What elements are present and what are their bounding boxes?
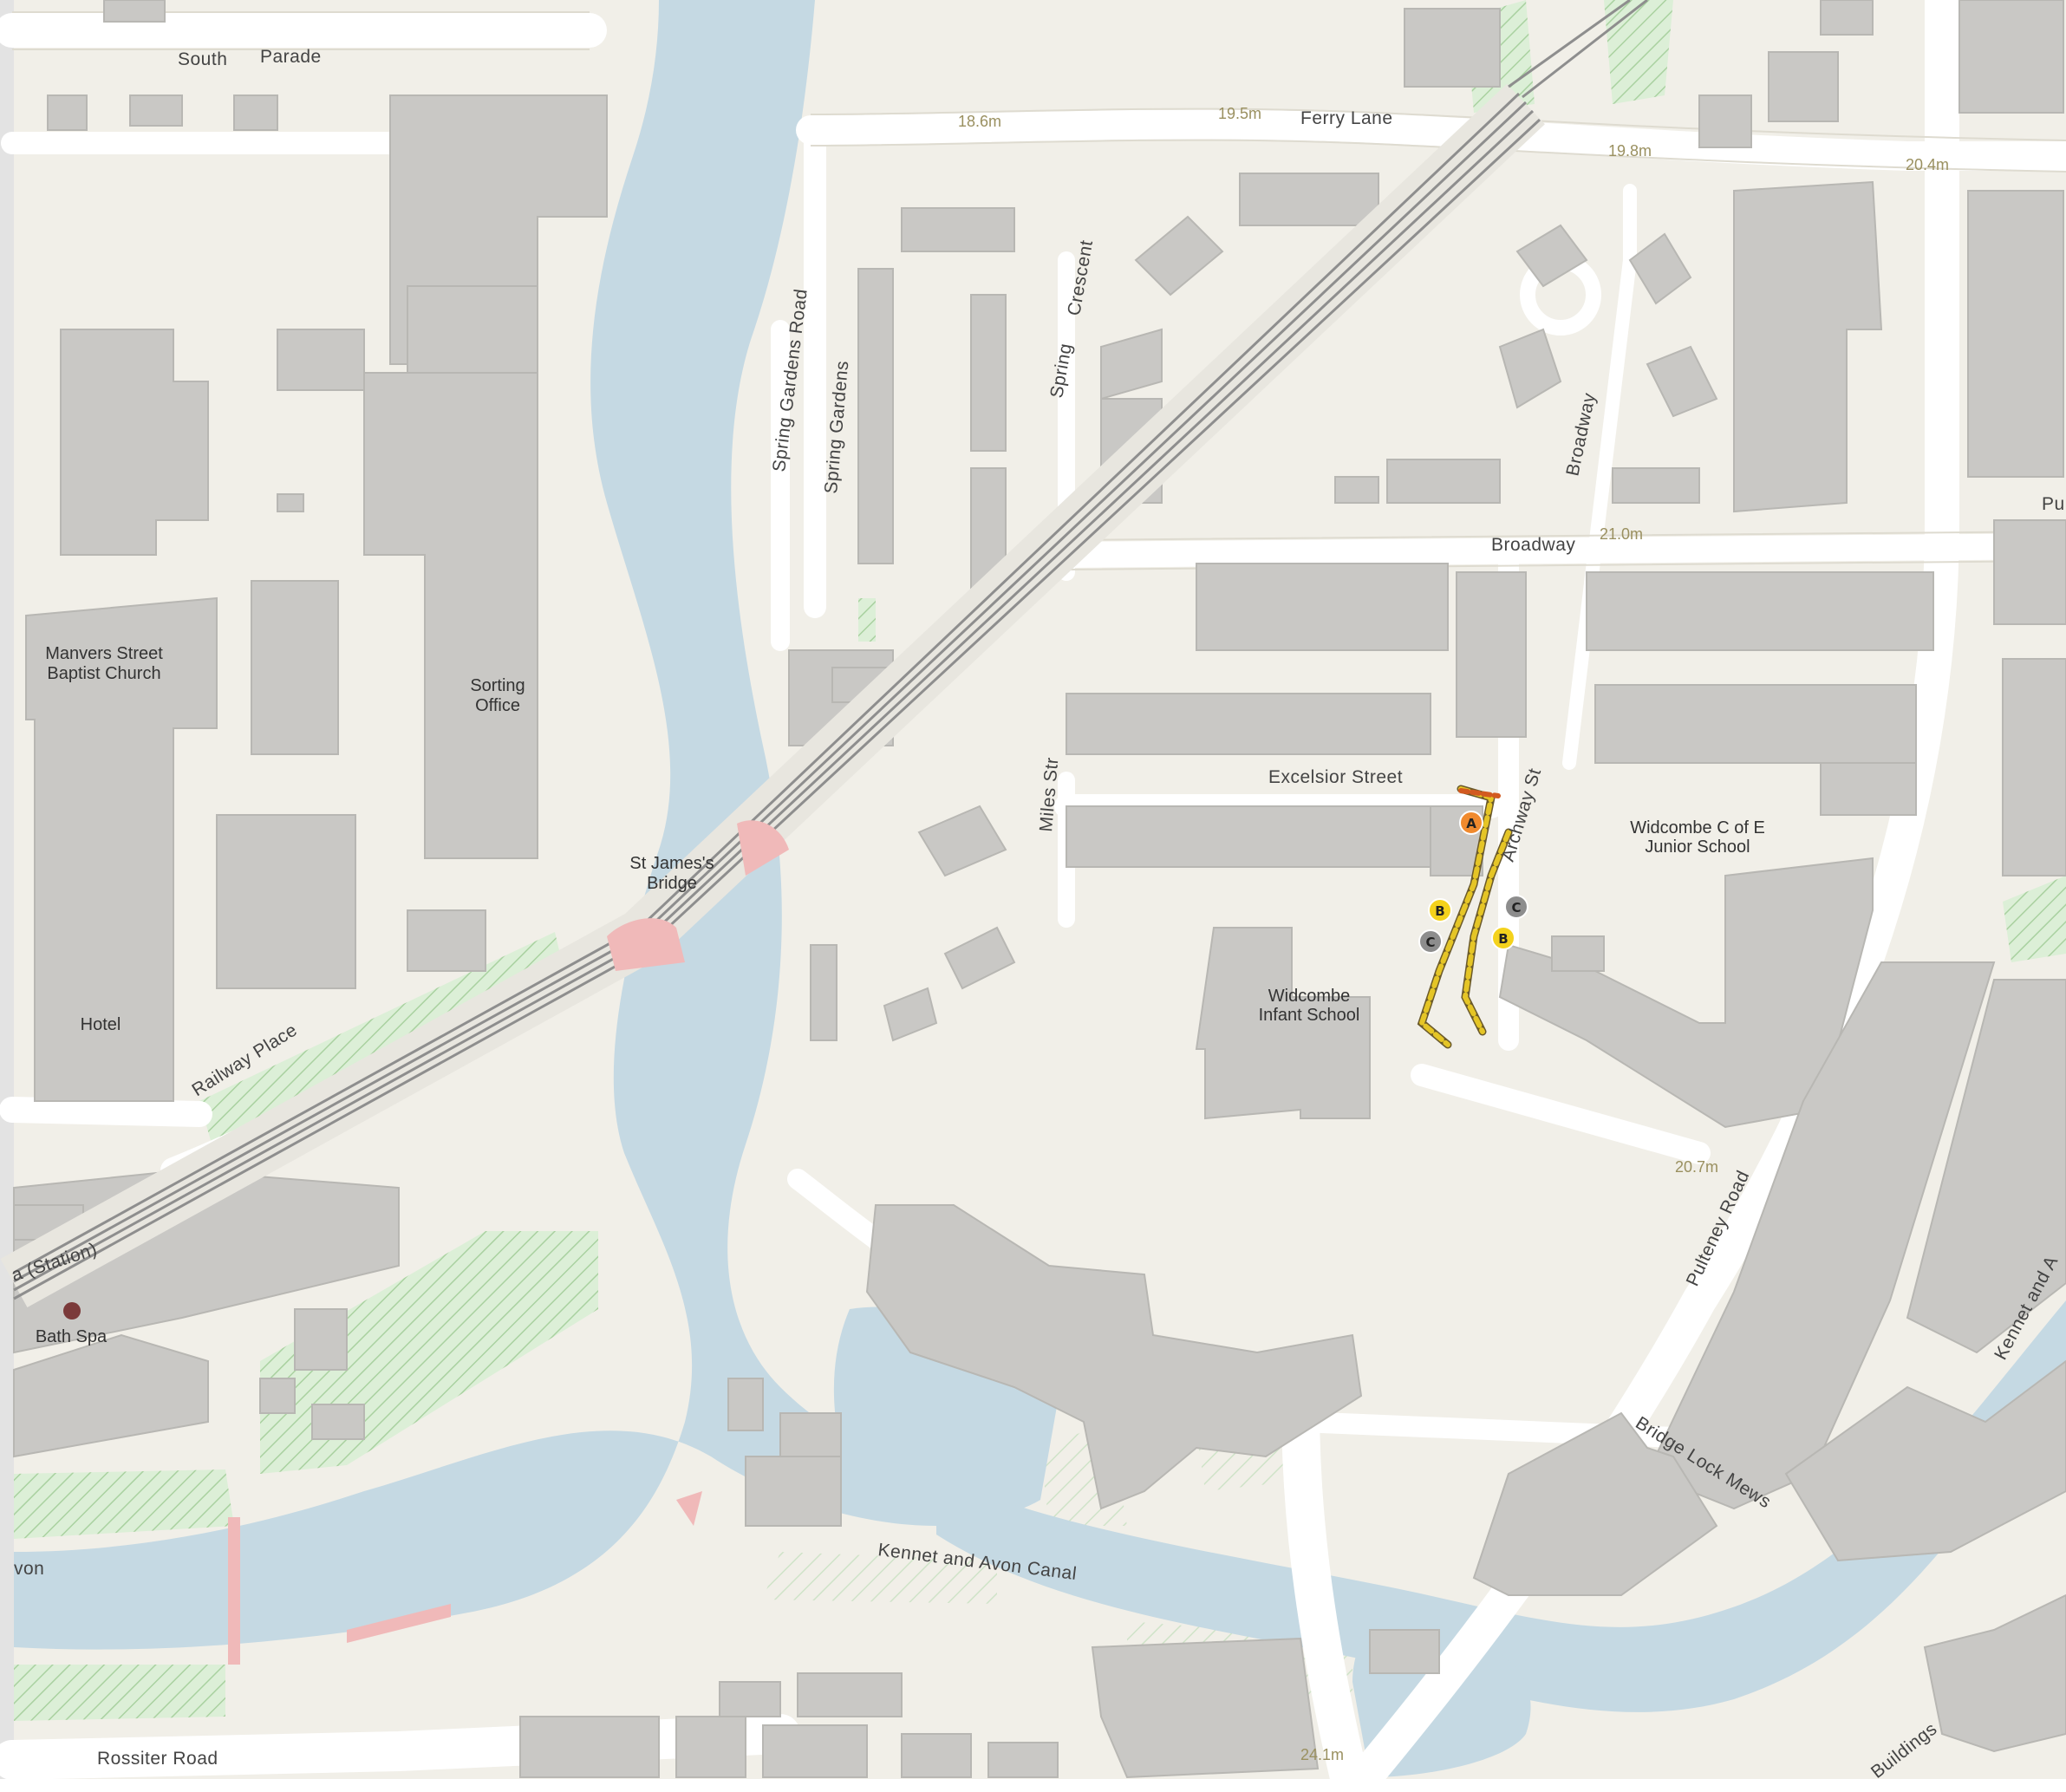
label-hotel: Hotel [81, 1015, 121, 1034]
marker-b-1[interactable]: B [1428, 898, 1452, 922]
label-sorting-office-1: Sorting [470, 676, 525, 695]
elevation-19-5: 19.5m [1218, 105, 1261, 122]
label-widcombe-infant-2: Infant School [1259, 1006, 1360, 1025]
marker-c-2-label: C [1425, 935, 1435, 950]
marker-c-1[interactable]: C [1504, 895, 1528, 919]
route-line [1417, 785, 1513, 1049]
bridges [228, 820, 789, 1665]
left-window-edge [0, 0, 14, 1792]
elevation-20-7: 20.7m [1675, 1158, 1718, 1176]
marker-b-1-label: B [1435, 903, 1444, 919]
marker-a-label: A [1466, 816, 1476, 831]
marker-c-1-label: C [1511, 900, 1521, 916]
buildings [13, 0, 2066, 1779]
label-pu-fragment: Pu [2042, 494, 2065, 514]
elevation-21-0: 21.0m [1600, 525, 1643, 543]
label-bath-spa: Bath Spa [36, 1327, 108, 1346]
label-south-parade-1: South [178, 49, 227, 69]
label-manvers-street-1: Manvers Street [45, 644, 163, 663]
label-widcombe-junior-1: Widcombe C of E [1630, 818, 1765, 837]
label-south-parade-2: Parade [260, 47, 322, 67]
label-widcombe-junior-2: Junior School [1645, 837, 1750, 857]
marker-a[interactable]: A [1459, 811, 1483, 835]
label-sorting-office-2: Office [475, 696, 520, 715]
elevation-labels: 18.6m 19.5m 19.8m 20.4m 21.0m 20.7m 24.1… [958, 105, 1949, 1763]
label-avon-fragment: von [14, 1559, 44, 1579]
label-st-james-bridge-1: St James's [629, 854, 714, 873]
marker-b-2[interactable]: B [1491, 926, 1515, 950]
label-rossiter-road: Rossiter Road [97, 1749, 218, 1769]
bottom-window-edge [0, 1779, 2066, 1792]
bath-spa-station-dot[interactable] [63, 1302, 81, 1320]
marker-b-2-label: B [1498, 931, 1508, 947]
label-widcombe-infant-1: Widcombe [1268, 987, 1350, 1006]
elevation-19-8: 19.8m [1608, 142, 1652, 160]
elevation-24-1: 24.1m [1300, 1746, 1344, 1763]
label-broadway: Broadway [1491, 535, 1575, 555]
marker-c-2[interactable]: C [1418, 929, 1443, 954]
label-ferry-lane: Ferry Lane [1300, 108, 1393, 128]
label-manvers-street-2: Baptist Church [47, 664, 160, 683]
elevation-18-6: 18.6m [958, 113, 1001, 130]
poi-labels: Manvers Street Baptist Church Sorting Of… [36, 644, 1765, 1346]
label-excelsior-street: Excelsior Street [1268, 767, 1403, 787]
elevation-20-4: 20.4m [1906, 156, 1949, 173]
label-st-james-bridge-2: Bridge [647, 874, 697, 893]
